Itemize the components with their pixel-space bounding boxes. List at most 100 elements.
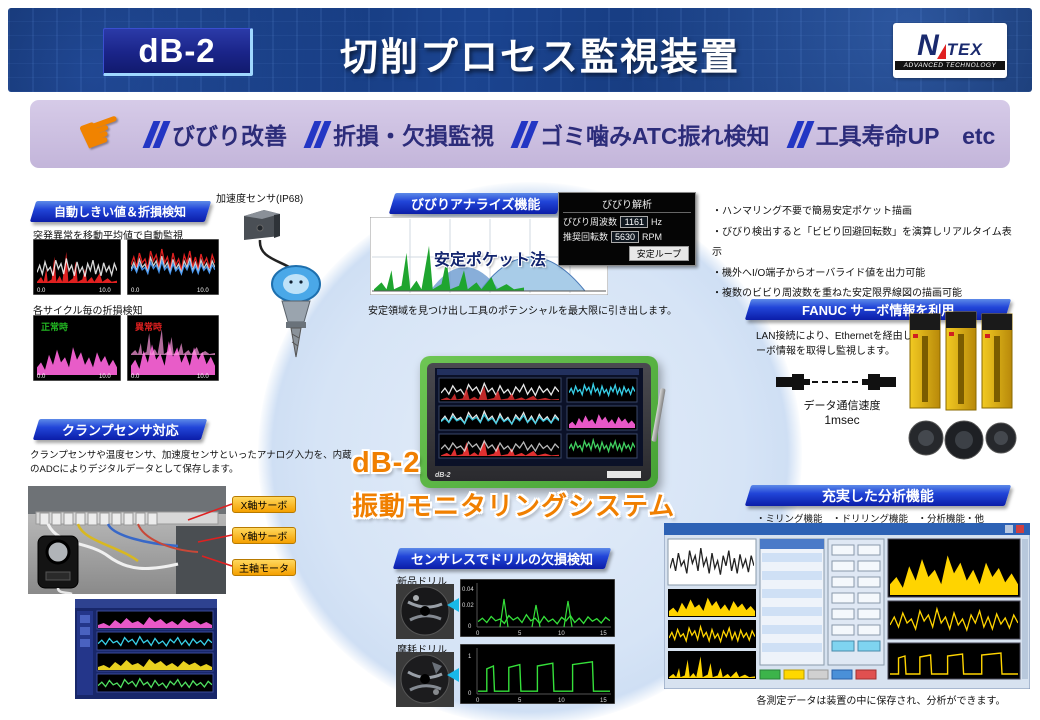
feature-item-tool-life: 工具寿命UP etc [786,117,996,151]
sensor-and-drill-illustration [244,210,321,358]
clamp-sensor-photo [28,486,226,594]
bullet-item: ・機外へI/O端子からオーバライド値を出力可能 [712,267,926,279]
analysis-software-screenshot [664,523,1030,689]
svg-text:10.0: 10.0 [99,288,111,294]
tag-x-axis-servo: X軸サーボ [232,496,296,513]
section-banner-analysis: 充実した分析機能 [744,485,1012,506]
fanuc-description: LAN接続により、Ethernetを経由してサーボ情報を取得し監視します。 [756,331,933,357]
svg-text:0.04: 0.04 [462,587,474,593]
product-badge-label: dB-2 [138,32,216,69]
product-name-orange: dB-2 [352,447,421,479]
features-list: びびり改善 折損・欠損監視 ゴミ噛みATC振れ検知 工具寿命UP etc [142,100,1010,168]
header: dB-2 切削プロセス監視装置 N TEX ADVANCED TECHNOLOG… [8,8,1032,92]
svg-text:0.0: 0.0 [37,374,46,380]
new-drill-label: 新品ドリル [397,577,447,588]
worn-drill-label: 摩耗ドリル [397,645,447,656]
row-value: 1161 [620,215,649,228]
feature-label: 工具寿命UP etc [815,123,996,149]
logo-letters-tex: TEX [946,40,983,59]
section-banner-chatter: びびりアナライズ機能 [388,193,564,214]
ntex-logo: N TEX ADVANCED TECHNOLOGY [893,23,1007,78]
svg-text:10.0: 10.0 [99,374,111,380]
bullet-item: ・びびり検出すると「ビビり回避回転数」を演算しリアルタイム表示 [712,226,1012,259]
data-speed-label: データ通信速度 [803,400,881,412]
worn-drill-photo [396,652,454,707]
chatter-result-panel: びびり解析 びびり周波数 1161 Hz 推奨回転数 5630 RPM 安定ルー… [558,192,696,266]
bullet-item: ・ハンマリング不要で簡易安定ポケット描画 [712,206,912,217]
data-speed-value: 1msec [824,413,860,427]
data-speed-block: データ通信速度 1msec [782,397,902,427]
svg-text:正常時: 正常時 [41,321,68,332]
feature-item-breakage: 折損・欠損監視 [303,117,494,151]
svg-text:5: 5 [518,631,522,637]
clamp-software-screenshot [75,599,217,699]
svg-text:0.0: 0.0 [131,288,140,294]
svg-text:0: 0 [476,698,480,704]
monitor-device-photo: dB-2 [420,356,658,488]
product-subtitle-orange: 振動モニタリングシステム [352,491,676,521]
product-badge: dB-2 [103,28,253,76]
svg-text:0: 0 [468,691,472,697]
logo-tagline: ADVANCED TECHNOLOGY [895,61,1005,70]
play-triangle-icon [447,598,459,612]
clamp-description: クランプセンサや温度センサ、加速度センサといったアナログ入力を、内蔵のADCによ… [30,450,352,476]
feature-item-atc: ゴミ噛みATC振れ検知 [510,117,770,151]
logo-red-triangle-icon [936,44,946,59]
pointing-finger-icon: ☛ [69,96,134,168]
row-label: びびり周波数 [563,217,618,227]
play-triangle-icon [447,668,459,682]
feature-label: 折損・欠損監視 [333,123,494,149]
chatter-bullet-list: ・ハンマリング不要で簡易安定ポケット描画 ・びびり検出すると「ビビり回避回転数」… [712,202,1014,305]
chatter-panel-row: 推奨回転数 5630 RPM [563,230,691,243]
svg-text:1: 1 [468,654,472,660]
svg-text:10: 10 [558,631,565,637]
chart-worn-drill: 1 0 0 5 10 15 [460,644,615,704]
chatter-caption: 安定領域を見つけ出し工具のポテンシャルを最大限に引き出します。 [368,306,677,317]
tag-y-axis-servo: Y軸サーボ [232,527,296,544]
svg-text:0.0: 0.0 [37,288,46,294]
section-banner-sensorless: センサレスでドリルの欠損検知 [392,548,612,569]
device-model-label: dB-2 [435,472,451,479]
analysis-caption: 各測定データは装置の中に保存され、分析ができます。 [756,696,1006,707]
analysis-features: ・ミリング機能 ・ドリリング機能 ・分析機能・他 [756,514,985,525]
monitor-screen-charts [435,368,641,462]
section-banner-clamp: クランプセンサ対応 [32,419,208,440]
row-label: 推奨回転数 [563,232,609,242]
svg-text:10: 10 [558,698,565,704]
chatter-panel-title: びびり解析 [563,196,691,213]
row-unit: Hz [651,216,663,227]
ntex-logo-wordmark: N TEX [917,31,983,61]
svg-text:0.02: 0.02 [462,603,474,609]
svg-text:15: 15 [600,631,607,637]
chart-new-drill: 0.04 0.02 0 0 5 10 15 [460,579,615,637]
chart-abnormal-cycle: 異常時 0.0 10.0 [127,315,219,381]
leader-lines [187,503,233,567]
chatter-panel-row: びびり周波数 1161 Hz [563,215,691,228]
bullet-item: ・複数のビビり周波数を重ねた安定限界線図の描画可能 [712,288,962,299]
chart-anomaly-1: 0.0 10.0 [33,239,121,295]
svg-text:0: 0 [476,631,480,637]
tag-spindle-motor: 主軸モータ [232,559,296,576]
row-unit: RPM [642,231,663,242]
svg-text:10.0: 10.0 [197,374,209,380]
feature-label: びびり改善 [172,123,287,149]
svg-text:10.0: 10.0 [197,288,209,294]
svg-text:0: 0 [468,624,472,630]
feature-item-chatter: びびり改善 [142,117,287,151]
stability-pocket-overlay: 安定ポケット法 [433,252,546,269]
section-banner-auto-threshold: 自動しきい値＆折損検知 [29,201,212,222]
feature-label: ゴミ噛みATC振れ検知 [540,123,770,149]
features-banner: ☛ びびり改善 折損・欠損監視 ゴミ噛みATC振れ検知 工具寿命UP etc [30,97,1010,168]
row-value: 5630 [611,230,640,243]
page-title: 切削プロセス監視装置 [339,37,740,79]
svg-text:0.0: 0.0 [131,374,140,380]
accel-sensor-label: 加速度センサ(IP68) [216,194,304,205]
monitor-screen [435,368,643,466]
chart-anomaly-2: 0.0 10.0 [127,239,219,295]
svg-text:5: 5 [518,698,522,704]
auto-threshold-subtitle: 突発異常を移動平均値で自動監視 [33,231,183,242]
device-brand-strip [607,471,641,478]
svg-text:異常時: 異常時 [135,321,162,332]
cycle-caption: 各サイクル毎の折損検知 [33,306,143,317]
